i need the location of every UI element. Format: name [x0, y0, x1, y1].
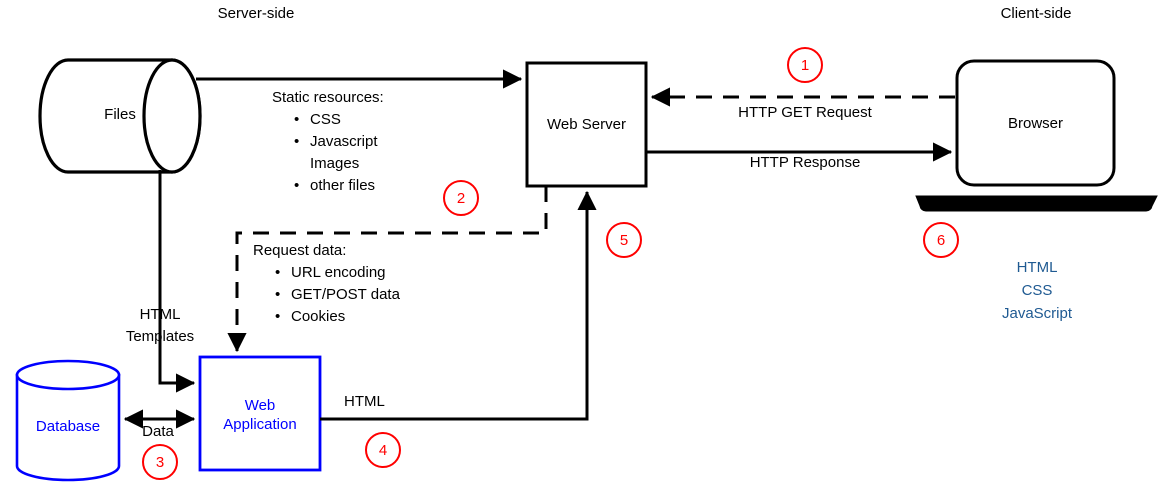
static-resources-item: • other files	[294, 175, 442, 197]
request-data-item: • URL encoding	[275, 262, 453, 284]
step-marker-6: 6	[923, 222, 959, 258]
request-data-item-label: Cookies	[291, 308, 346, 325]
client-tech-html: HTML	[1016, 259, 1058, 276]
node-browser	[955, 59, 1116, 187]
static-resources-item-label: Javascript	[310, 133, 378, 150]
bullet-dot: •	[294, 111, 300, 128]
heading-client-side: Client-side	[1000, 5, 1072, 22]
edge-label-http-response: HTTP Response	[749, 154, 861, 171]
bullet-dot: •	[275, 286, 281, 303]
static-resources-item-label: other files	[310, 177, 376, 194]
static-resources-item-label: Images	[310, 155, 360, 172]
bullet-dot: •	[294, 177, 300, 194]
node-database	[15, 359, 121, 482]
step-marker-1: 1	[787, 47, 823, 83]
static-resources-item: • CSS	[294, 109, 442, 131]
step-marker-3: 3	[142, 444, 178, 480]
static-resources-item: • Javascript	[294, 131, 442, 153]
node-web-application	[198, 355, 322, 472]
laptop-base	[915, 195, 1158, 212]
edge-label-html: HTML	[344, 393, 385, 410]
edge-label-data: Data	[142, 423, 174, 440]
static-resources-block: Static resources: • CSS • Javascript Image…	[272, 87, 442, 197]
node-label-browser: Browser	[1007, 115, 1063, 132]
heading-server-side: Server-side	[217, 5, 295, 22]
edge-label-html-templates-line2: Templates	[125, 328, 195, 345]
static-resources-item-label: CSS	[310, 111, 341, 128]
request-data-heading: Request data:	[253, 242, 347, 259]
request-data-item: • GET/POST data	[275, 284, 453, 306]
bullet-dot: •	[294, 133, 300, 150]
client-tech-javascript: JavaScript	[1001, 305, 1073, 322]
node-label-web-server: Web Server	[547, 116, 626, 133]
bullet-dot: •	[275, 308, 281, 325]
edge-files-to-web-application	[158, 170, 196, 393]
request-data-block: Request data: • URL encoding • GET/POST da…	[253, 240, 453, 328]
node-label-files: Files	[104, 106, 136, 123]
bullet-dot: •	[275, 264, 281, 281]
step-marker-2: 2	[443, 180, 479, 216]
request-data-item-label: GET/POST data	[291, 286, 400, 303]
static-resources-list: • CSS • Javascript Images • other files	[272, 109, 442, 197]
edge-request-data	[227, 186, 548, 353]
edge-label-html-templates-line1: HTML	[139, 306, 181, 323]
node-web-server	[525, 61, 648, 188]
request-data-item: • Cookies	[275, 306, 453, 328]
static-resources-heading: Static resources:	[272, 89, 384, 106]
edge-html-to-web-server	[320, 190, 597, 421]
node-label-database: Database	[35, 418, 101, 435]
step-marker-5: 5	[606, 222, 642, 258]
request-data-item-label: URL encoding	[291, 264, 386, 281]
step-marker-4: 4	[365, 432, 401, 468]
request-data-list: • URL encoding • GET/POST data • Cookies	[253, 262, 453, 328]
edge-label-http-get-request: HTTP GET Request	[738, 104, 872, 121]
client-tech-css: CSS	[1021, 282, 1053, 299]
static-resources-item: Images	[294, 153, 442, 175]
node-files	[38, 58, 202, 174]
node-label-web-application-line1: Web	[244, 397, 276, 414]
node-label-web-application-line2: Application	[223, 416, 297, 433]
